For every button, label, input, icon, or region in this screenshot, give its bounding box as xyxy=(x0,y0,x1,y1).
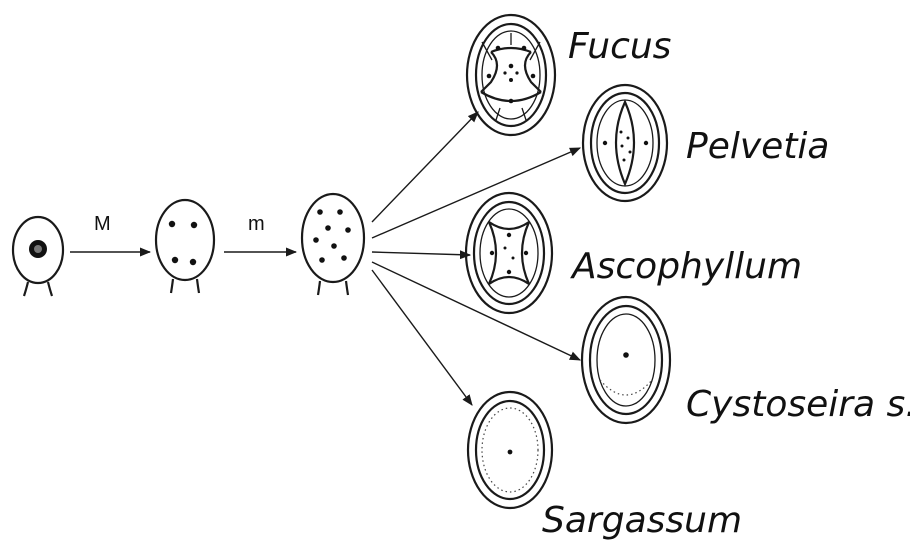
oogonium-stage-1 xyxy=(13,217,63,296)
genus-label-sargassum: Sargassum xyxy=(542,500,742,541)
oogonium-stage-2 xyxy=(156,200,214,293)
cystoseira-oogonium xyxy=(582,297,670,423)
genus-label-cystoseira: Cystoseira s.l. xyxy=(686,384,910,425)
genus-label-pelvetia: Pelvetia xyxy=(686,126,830,167)
arrow-to-pelvetia xyxy=(372,148,580,238)
meiosis-label: M xyxy=(94,213,111,235)
fucus-oogonium xyxy=(467,15,555,135)
pelvetia-oogonium xyxy=(583,85,667,201)
sargassum-oogonium xyxy=(468,392,552,508)
genus-label-ascophyllum: Ascophyllum xyxy=(570,246,802,287)
genus-label-fucus: Fucus xyxy=(568,26,671,67)
arrow-to-ascophyllum xyxy=(372,252,470,255)
ascophyllum-oogonium xyxy=(466,193,552,313)
oogonium-stage-3 xyxy=(302,194,364,295)
arrow-to-sargassum xyxy=(372,270,472,405)
mitosis-label: m xyxy=(248,213,265,235)
arrow-to-fucus xyxy=(372,112,478,222)
